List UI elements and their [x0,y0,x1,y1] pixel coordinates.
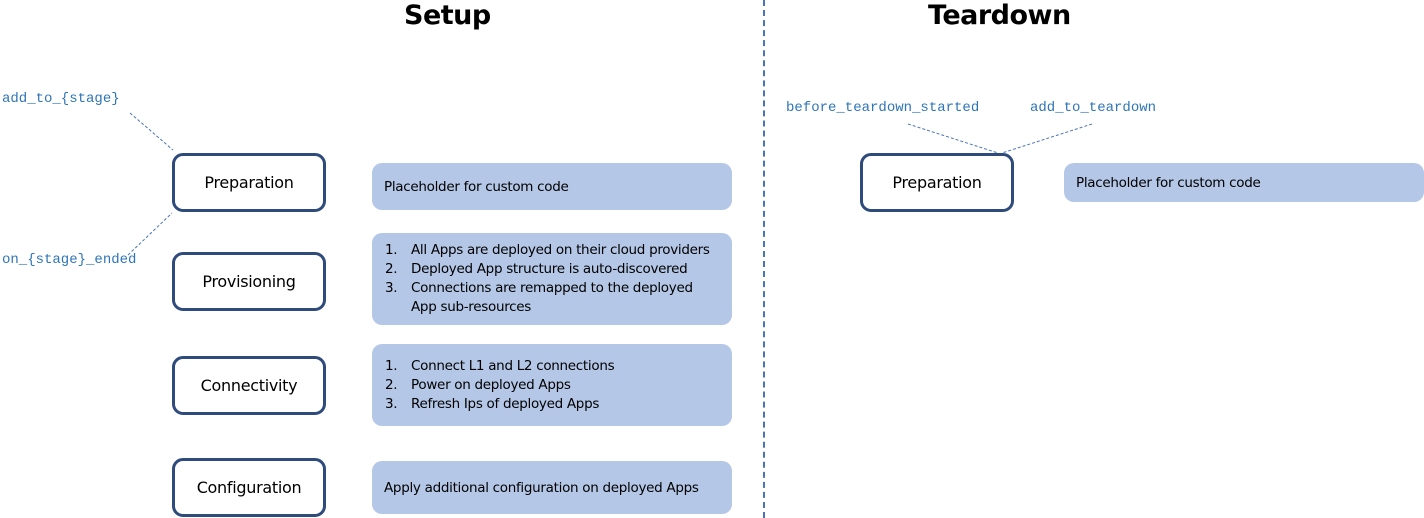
step-number: 3. [385,280,398,296]
description-text: Apply additional configuration on deploy… [384,479,699,496]
step-number [384,298,411,317]
hook-add-to-stage: add_to_{stage} [2,91,120,107]
teardown-description-preparation: Placeholder for custom code [1064,163,1424,202]
step-item: 3. Refresh Ips of deployed Apps [384,395,614,414]
stage-label: Configuration [196,478,302,497]
description-preparation: Placeholder for custom code [372,163,732,210]
stage-preparation: Preparation [172,153,326,212]
stage-configuration: Configuration [172,458,326,517]
step-text: Connect L1 and L2 connections [411,357,615,374]
hook-add-to-teardown: add_to_teardown [1030,100,1157,116]
step-item: 2. Deployed App structure is auto-discove… [384,260,710,279]
description-text: Placeholder for custom code [1076,174,1261,191]
step-item: 3. Connections are remapped to the deploy… [384,279,710,298]
stage-label: Preparation [204,173,294,192]
teardown-stage-preparation: Preparation [860,153,1014,212]
description-provisioning: 1. All Apps are deployed on their cloud p… [372,233,732,325]
steps-list: 1. All Apps are deployed on their cloud p… [384,241,710,317]
step-text: Refresh Ips of deployed Apps [411,395,600,412]
teardown-title: Teardown [928,0,1071,31]
description-text: Placeholder for custom code [384,178,569,195]
step-number: 2. [385,376,398,393]
section-divider [763,0,765,518]
step-item: 2. Power on deployed Apps [384,376,614,395]
steps-list: 1. Connect L1 and L2 connections 2. Power … [384,357,615,414]
connector-on-stage-ended [127,212,173,256]
description-configuration: Apply additional configuration on deploy… [372,461,732,514]
step-text: Connections are remapped to the deployed [411,280,693,296]
connector-before-teardown-started [907,123,999,154]
step-text: App sub-resources [411,299,532,315]
description-connectivity: 1. Connect L1 and L2 connections 2. Power … [372,344,732,426]
connector-add-to-stage [129,112,174,151]
hook-on-stage-ended: on_{stage}_ended [2,252,137,268]
step-number: 2. [385,261,398,277]
connector-add-to-teardown [1001,123,1093,154]
step-item: 1. Connect L1 and L2 connections [384,357,615,376]
step-number: 1. [385,357,398,374]
stage-provisioning: Provisioning [172,252,326,311]
step-number: 3. [385,395,398,412]
step-number: 1. [385,242,398,258]
stage-label: Provisioning [202,272,296,291]
stage-label: Connectivity [200,376,298,395]
step-item: 1. All Apps are deployed on their cloud p… [384,241,710,260]
stage-connectivity: Connectivity [172,356,326,415]
step-text: All Apps are deployed on their cloud pro… [411,242,710,258]
step-text: Deployed App structure is auto-discovere… [411,261,688,277]
step-text: Power on deployed Apps [411,376,571,393]
setup-title: Setup [404,0,491,31]
stage-label: Preparation [892,173,982,192]
step-item: App sub-resources [384,298,710,317]
hook-before-teardown-started: before_teardown_started [786,100,980,116]
